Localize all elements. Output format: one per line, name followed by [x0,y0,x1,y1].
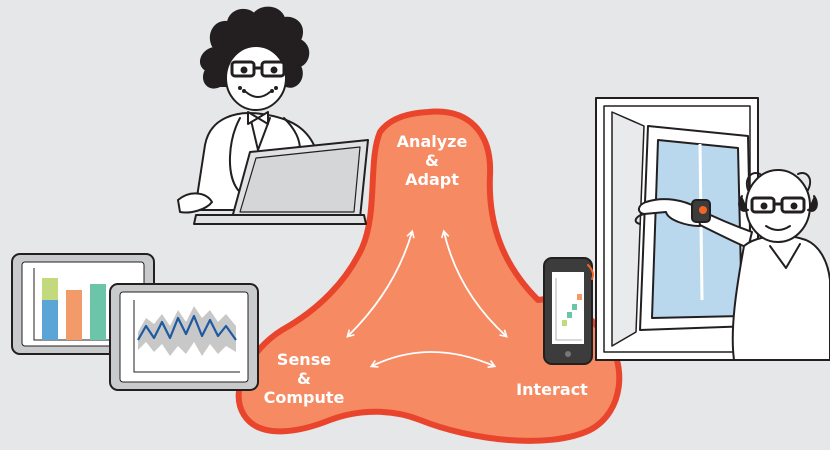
node-label-line: Interact [516,380,588,399]
arrow-sense-interact [369,351,497,368]
bar-chart-bar [90,284,106,340]
arrow-analyze-interact [440,229,508,338]
node-analyze-adapt: Analyze & Adapt [394,132,470,189]
patient-with-smartwatch-icon [634,169,830,361]
node-label-line: Adapt [405,170,459,189]
bar-chart-bar [66,290,82,340]
node-label-line: Compute [263,388,345,407]
node-label-line: & [425,151,439,170]
arrow-analyze-sense [346,229,415,338]
node-label-line: Analyze [396,132,468,151]
bar-chart-bars [42,278,106,340]
window-icon [595,97,759,361]
line-chart-screen [109,283,259,391]
signal-arc [587,264,594,280]
node-sense-compute: Sense & Compute [258,350,350,407]
bar-chart-bar [42,278,58,300]
node-label-line: & [297,369,311,388]
node-interact: Interact [506,380,598,399]
smartphone-icon [543,257,593,365]
bar-chart-bar [42,300,58,340]
node-label-line: Sense [276,350,332,369]
line-chart-line [137,314,237,341]
doctor-with-laptop-icon [177,6,369,225]
